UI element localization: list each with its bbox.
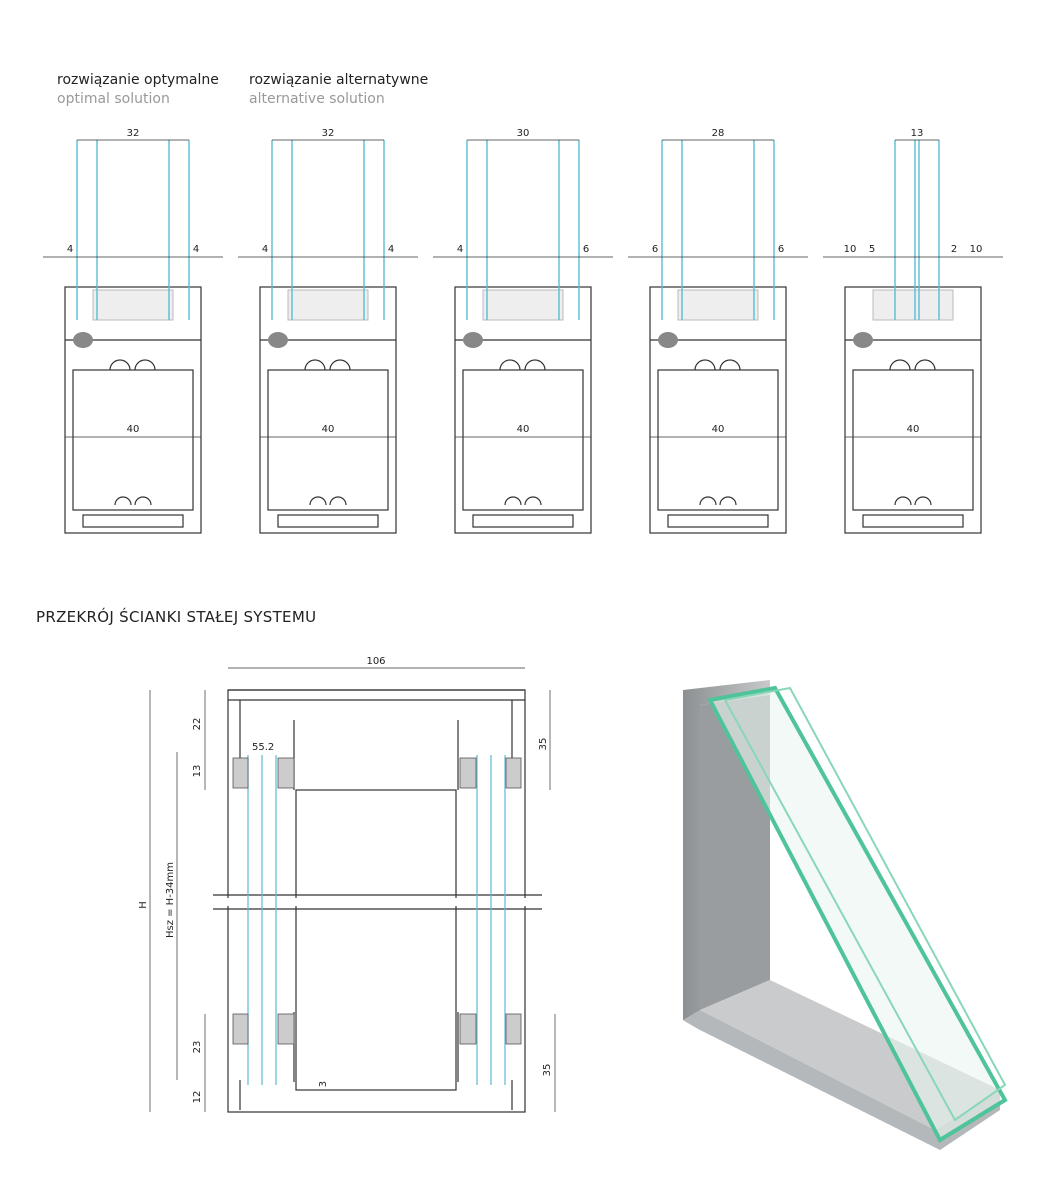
- gaskets: [232, 757, 522, 1045]
- profile-2: 32 40 4 4: [238, 128, 418, 534]
- dim-glass-width: 30: [517, 128, 530, 139]
- profile-outline: [649, 286, 787, 534]
- dim-base: 12: [192, 1091, 203, 1104]
- profile-outline: [259, 286, 397, 534]
- dim-glass-width: 32: [127, 128, 140, 139]
- profile-4: 28 40 6 6: [628, 128, 808, 534]
- caption-en: optimal solution: [57, 91, 170, 107]
- caption-en: alternative solution: [249, 91, 385, 107]
- dim-top-left: 22: [192, 718, 203, 731]
- dim-glass: 55.2: [252, 742, 274, 753]
- profile-cross-sections: 32 40 4 4 32 40 4 4 30 40 4 6 28 40 6 6 13 40 10 5 2 10: [43, 128, 1003, 534]
- dim-right-bottom: 35: [542, 1064, 553, 1077]
- profile-3: 30 40 4 6: [433, 128, 613, 534]
- dim-bottom-left: 23: [192, 1041, 203, 1054]
- caption-optimal: rozwiązanie optymalne optimal solution: [57, 71, 219, 109]
- dim-right: 2: [951, 244, 957, 255]
- dim-left: 5: [869, 244, 875, 255]
- dim-left: 6: [652, 244, 658, 255]
- dim-glass-width: 13: [911, 128, 924, 139]
- dimension-lines: [238, 139, 418, 438]
- dimension-lines: [823, 139, 1003, 438]
- gasket: [853, 332, 873, 348]
- dimension-lines: [43, 139, 223, 438]
- dimension-lines: [149, 667, 556, 1112]
- gasket: [658, 332, 678, 348]
- break-lines: [213, 894, 542, 910]
- dim-depth: 40: [322, 424, 335, 435]
- profile-outline: [844, 286, 982, 534]
- dim-right: 4: [388, 244, 394, 255]
- profile-outline: [454, 286, 592, 534]
- dim-gap: 3: [318, 1081, 329, 1087]
- section-title: PRZEKRÓJ ŚCIANKI STAŁEJ SYSTEMU: [36, 608, 317, 626]
- dim-seal: 13: [192, 765, 203, 778]
- profile-outline: [64, 286, 202, 534]
- caption-alternative: rozwiązanie alternatywne alternative sol…: [249, 71, 428, 109]
- dimension-lines: [433, 139, 613, 438]
- dim-right: 4: [193, 244, 199, 255]
- profile-5: 13 40 10 5 2 10: [823, 128, 1003, 534]
- dim-right-top: 35: [538, 738, 549, 751]
- gasket: [73, 332, 93, 348]
- profile-1: 32 40 4 4: [43, 128, 223, 534]
- dim-depth: 40: [517, 424, 530, 435]
- caption-pl: rozwiązanie alternatywne: [249, 72, 429, 88]
- dimension-lines: [628, 139, 808, 438]
- dim-Hsz: Hsz = H-34mm: [165, 862, 176, 938]
- dim-left: 4: [457, 244, 463, 255]
- dim-left: 4: [67, 244, 73, 255]
- dim-left: 4: [262, 244, 268, 255]
- gasket: [268, 332, 288, 348]
- dim-depth: 40: [712, 424, 725, 435]
- dim-right: 6: [778, 244, 784, 255]
- dim-right: 10: [970, 244, 983, 255]
- dim-glass-width: 28: [712, 128, 725, 139]
- product-photo: [683, 680, 1008, 1150]
- dim-glass-width: 32: [322, 128, 335, 139]
- dim-width: 106: [366, 656, 385, 667]
- dim-left: 10: [844, 244, 857, 255]
- gasket: [463, 332, 483, 348]
- dim-depth: 40: [127, 424, 140, 435]
- dim-H: H: [138, 901, 149, 909]
- dim-right: 6: [583, 244, 589, 255]
- caption-pl: rozwiązanie optymalne: [57, 72, 219, 88]
- dim-depth: 40: [907, 424, 920, 435]
